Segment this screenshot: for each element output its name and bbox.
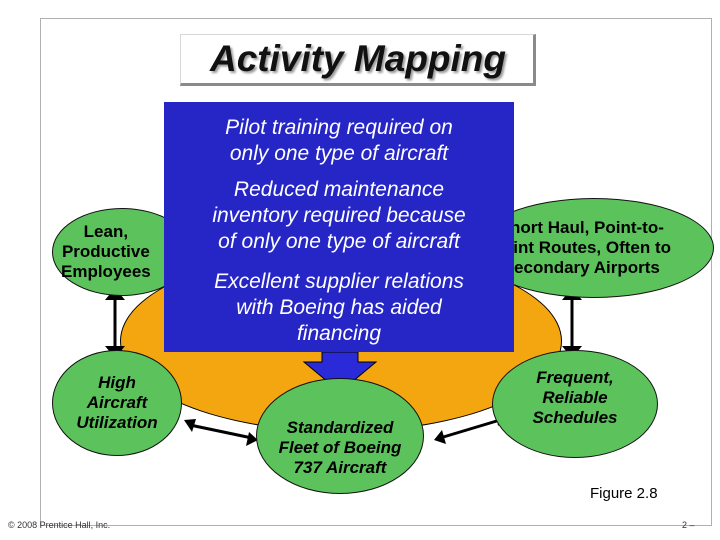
double-arrow-lean-high [105, 288, 125, 358]
copyright-text: © 2008 Prentice Hall, Inc. [8, 520, 111, 530]
node-freq-line-2: Reliable [542, 388, 608, 407]
slide-title: Activity Mapping [209, 38, 507, 79]
node-high-line-3: Utilization [76, 413, 158, 432]
node-freq-line-3: Schedules [532, 408, 618, 427]
node-lean-line-3: Employees [61, 262, 151, 281]
popup-line-1: Pilot training required on [225, 116, 453, 139]
title-box [180, 34, 536, 86]
popup-line-8: financing [296, 322, 382, 345]
node-high-utilization: High Aircraft Utilization [52, 350, 182, 456]
node-freq-line-1: Frequent, [536, 368, 614, 387]
double-arrow-high-standardized [184, 419, 258, 446]
popup-line-2: only one type of aircraft [229, 142, 449, 165]
node-standardized-fleet: Standardized Fleet of Boeing 737 Aircraf… [256, 378, 424, 494]
page-number: 2 – [682, 520, 695, 530]
figure-label: Figure 2.8 [590, 485, 658, 502]
callout-popup: Pilot training required on only one type… [164, 102, 514, 352]
node-std-line-2: Fleet of Boeing [278, 438, 402, 457]
node-shorthaul-line-2: Point Routes, Often to [491, 238, 671, 257]
node-high-line-2: Aircraft [86, 393, 148, 412]
node-high-line-1: High [98, 373, 136, 392]
popup-line-4: inventory required because [212, 204, 466, 227]
node-std-line-1: Standardized [286, 418, 394, 437]
popup-line-7: with Boeing has aided [236, 296, 442, 319]
popup-line-3: Reduced maintenance [233, 178, 445, 201]
node-frequent-schedules: Frequent, Reliable Schedules [492, 350, 658, 458]
blue-down-arrow [302, 351, 378, 393]
popup-line-6: Excellent supplier relations [214, 270, 464, 293]
node-lean-line-1: Lean, [83, 222, 129, 241]
double-arrow-shorthaul-frequent [562, 288, 582, 358]
node-lean-line-2: Productive [61, 242, 150, 261]
node-shorthaul-line-3: Secondary Airports [502, 258, 660, 277]
node-short-haul: Short Haul, Point-to- Point Routes, Ofte… [474, 198, 714, 298]
node-shorthaul-line-1: Short Haul, Point-to- [498, 218, 664, 237]
node-std-line-3: 737 Aircraft [293, 458, 387, 477]
popup-line-5: of only one type of aircraft [218, 230, 460, 253]
slide-frame [40, 18, 712, 526]
